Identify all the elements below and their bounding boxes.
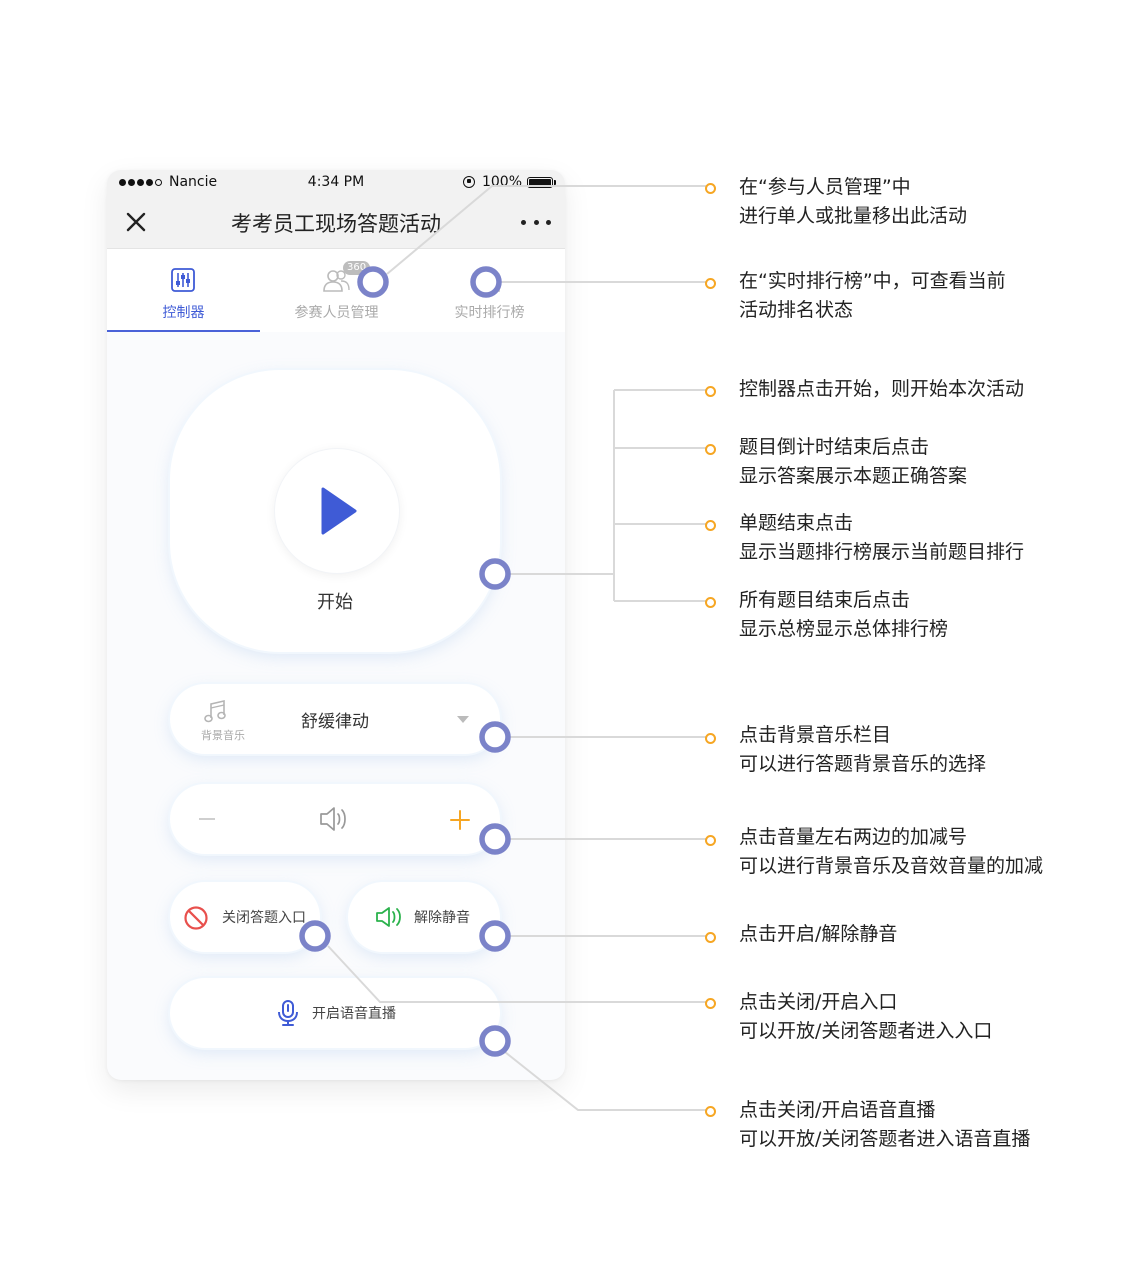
signal-icon xyxy=(119,178,126,186)
note-bullet xyxy=(705,932,716,943)
voice-live-button[interactable]: 开启语音直播 xyxy=(170,978,500,1048)
note-bullet xyxy=(705,520,716,531)
annotation-note: 点击开启/解除静音 xyxy=(739,920,897,949)
background-music-label: 背景音乐 xyxy=(201,729,245,742)
annotation-note: 所有题目结束后点击 显示总榜显示总体排行榜 xyxy=(739,586,948,644)
annotation-note: 控制器点击开始，则开始本次活动 xyxy=(739,375,1024,404)
tab-label: 实时排行榜 xyxy=(454,305,525,321)
note-line: 可以进行背景音乐及音效音量的加减 xyxy=(739,855,1044,877)
note-line: 进行单人或批量移出此活动 xyxy=(739,205,968,227)
page-title: 考考员工现场答题活动 xyxy=(231,212,441,236)
phone-screen: Nancie 4:34 PM 100% 考考员工现场答题活动 控制 xyxy=(107,170,565,1080)
unmute-label: 解除静音 xyxy=(414,910,470,926)
annotation-note: 点击背景音乐栏目 可以进行答题背景音乐的选择 xyxy=(739,721,986,779)
play-button[interactable] xyxy=(274,448,400,574)
note-bullet xyxy=(705,1106,716,1117)
note-line: 点击关闭/开启语音直播 xyxy=(739,1099,936,1121)
status-right: 100% xyxy=(462,174,556,190)
volume-decrease-button[interactable] xyxy=(199,818,215,820)
note-line: 点击关闭/开启入口 xyxy=(739,991,898,1013)
selected-music: 舒缓律动 xyxy=(301,712,369,732)
signal-icon xyxy=(155,178,162,186)
background-music-selector[interactable]: 背景音乐 舒缓律动 xyxy=(170,684,500,754)
note-line: 显示总榜显示总体排行榜 xyxy=(739,618,949,640)
tab-label: 控制器 xyxy=(162,305,205,321)
note-bullet xyxy=(705,998,716,1009)
play-label: 开始 xyxy=(317,592,353,613)
note-line: 点击音量左右两边的加减号 xyxy=(739,826,968,848)
annotation-note: 点击关闭/开启语音直播 可以开放/关闭答题者进入语音直播 xyxy=(739,1096,1030,1154)
signal-icon xyxy=(137,178,144,186)
note-line: 可以开放/关闭答题者进入入口 xyxy=(739,1020,993,1042)
note-line: 可以进行答题背景音乐的选择 xyxy=(739,753,987,775)
annotation-note: 点击音量左右两边的加减号 可以进行背景音乐及音效音量的加减 xyxy=(739,823,1043,881)
close-entry-label: 关闭答题入口 xyxy=(222,910,306,926)
annotation-note: 在“实时排行榜”中，可查看当前 活动排名状态 xyxy=(739,267,1006,325)
chevron-down-icon[interactable] xyxy=(457,716,469,723)
signal-icon xyxy=(128,178,135,186)
note-bullet xyxy=(705,733,716,744)
active-tab-indicator xyxy=(107,330,260,332)
note-line: 在“参与人员管理”中 xyxy=(739,176,911,198)
status-bar: Nancie 4:34 PM 100% xyxy=(107,170,565,196)
note-bullet xyxy=(705,597,716,608)
note-line: 可以开放/关闭答题者进入语音直播 xyxy=(739,1128,1031,1150)
note-line: 活动排名状态 xyxy=(739,299,854,321)
note-line: 控制器点击开始，则开始本次活动 xyxy=(739,378,1025,400)
note-bullet xyxy=(705,386,716,397)
more-menu-icon[interactable] xyxy=(521,212,551,232)
tab-controller[interactable]: 控制器 xyxy=(107,249,260,332)
carrier: Nancie xyxy=(119,174,217,190)
note-line: 点击开启/解除静音 xyxy=(739,923,898,945)
note-bullet xyxy=(705,444,716,455)
note-line: 在“实时排行榜”中，可查看当前 xyxy=(739,270,1006,292)
tab-label: 参赛人员管理 xyxy=(294,305,379,321)
close-icon[interactable] xyxy=(122,208,150,236)
annotation-note: 在“参与人员管理”中 进行单人或批量移出此活动 xyxy=(739,173,967,231)
speaker-icon xyxy=(320,807,346,831)
music-note-icon xyxy=(204,699,226,723)
signal-icon xyxy=(146,178,153,186)
nav-bar: 考考员工现场答题活动 xyxy=(107,196,565,249)
speaker-on-icon xyxy=(376,907,401,927)
close-entry-button[interactable]: 关闭答题入口 xyxy=(170,882,320,952)
rotation-lock-icon xyxy=(462,176,475,188)
start-control-card[interactable]: 开始 xyxy=(170,370,500,652)
note-line: 单题结束点击 xyxy=(739,512,854,534)
clock: 4:34 PM xyxy=(307,174,365,190)
note-line: 所有题目结束后点击 xyxy=(739,589,911,611)
tab-leaderboard[interactable]: 实时排行榜 xyxy=(413,249,565,332)
unmute-button[interactable]: 解除静音 xyxy=(348,882,500,952)
annotation-note: 单题结束点击 显示当题排行榜展示当前题目排行 xyxy=(739,509,1024,567)
note-bullet xyxy=(705,835,716,846)
note-line: 显示答案展示本题正确答案 xyxy=(739,465,968,487)
play-icon xyxy=(321,487,357,535)
block-icon xyxy=(184,906,208,930)
volume-increase-button[interactable] xyxy=(449,809,471,831)
annotation-note: 点击关闭/开启入口 可以开放/关闭答题者进入入口 xyxy=(739,988,992,1046)
carrier-name: Nancie xyxy=(169,174,218,190)
note-line: 点击背景音乐栏目 xyxy=(739,724,892,746)
participant-count-badge: 360 xyxy=(343,261,371,275)
ranking-icon xyxy=(478,272,500,292)
annotation-note: 题目倒计时结束后点击 显示答案展示本题正确答案 xyxy=(739,433,967,491)
tab-participants[interactable]: 360 参赛人员管理 xyxy=(260,249,413,332)
microphone-icon xyxy=(278,1000,298,1026)
note-line: 显示当题排行榜展示当前题目排行 xyxy=(739,541,1025,563)
note-bullet xyxy=(705,278,716,289)
note-line: 题目倒计时结束后点击 xyxy=(739,436,930,458)
people-icon xyxy=(323,270,350,292)
tab-bar: 控制器 360 参赛人员管理 实时排行榜 xyxy=(107,249,565,332)
battery-percent: 100% xyxy=(481,174,522,190)
volume-control xyxy=(170,784,500,854)
battery-icon xyxy=(527,176,556,188)
note-bullet xyxy=(705,183,716,194)
mixer-controls-icon xyxy=(171,268,195,292)
voice-live-label: 开启语音直播 xyxy=(312,1006,396,1022)
